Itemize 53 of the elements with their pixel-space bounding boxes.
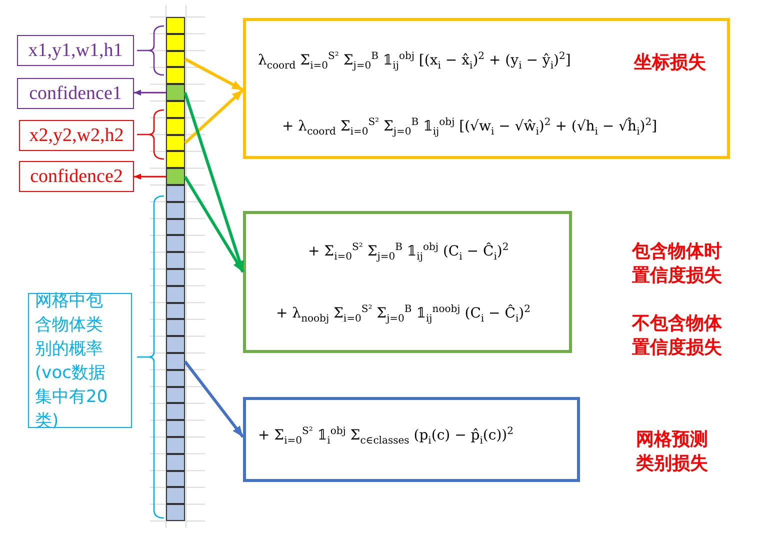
label-box: confidence2 <box>19 161 134 192</box>
vector-cell <box>166 470 185 488</box>
vector-cell <box>166 101 185 118</box>
vector-cell <box>166 17 185 34</box>
vector-cell <box>166 252 185 269</box>
vector-cell <box>166 118 185 135</box>
vector-cell <box>166 302 185 320</box>
vector-cell <box>166 218 185 236</box>
vector-cell <box>166 420 185 437</box>
vector-cell <box>166 269 185 286</box>
arrow <box>134 174 166 180</box>
formula: + λ$_{coord}$ Σ$_{i=0}$$^{S²}$ Σ$_{j=0}$$^{B}$ 𝟙$_{ij}$$^{obj}$ [(√w$_{i}$ − √ŵ$_{i}$)$^{2}$ + (√h$_{i}$ − √ĥ$_{i}$)$^{2}$] <box>282 117 658 138</box>
vector-cell <box>166 319 185 336</box>
vector-cell <box>166 336 185 353</box>
vector-cell <box>166 454 185 471</box>
vector-cell <box>166 504 185 521</box>
formula-box <box>243 18 730 159</box>
loss-label: 坐标损失 <box>634 51 706 75</box>
loss-label: 包含物体时置信度损失 <box>632 240 723 288</box>
arrow <box>184 360 244 438</box>
label-box: confidence1 <box>17 78 134 109</box>
vector-cell <box>166 437 185 454</box>
arrow <box>184 176 244 273</box>
vector-cell <box>166 151 185 168</box>
arrow <box>184 58 244 92</box>
vector-cell <box>166 134 185 152</box>
vector-cell <box>166 67 185 84</box>
vector-cell <box>166 202 185 219</box>
formula: + Σ$_{i=0}$$^{S²}$ 𝟙$_{i}$$^{obj}$ Σ$_{c∈classes}$ (p$_{i}$(c) − p̂$_{i}$(c))$^{2}$ <box>258 426 514 446</box>
vector-cell <box>166 50 185 68</box>
vector-cell <box>166 353 185 370</box>
arrow <box>184 92 244 272</box>
vector-cell <box>166 185 185 202</box>
vector-cell <box>166 34 185 51</box>
formula-box <box>243 211 572 353</box>
formula: + λ$_{noobj}$ Σ$_{i=0}$$^{S²}$ Σ$_{j=0}$$^{B}$ 𝟙$_{ij}$$^{noobj}$ (C$_{i}$ − Ĉ$_{i}$)$^{2}$ <box>276 304 530 324</box>
loss-label: 网格预测类别损失 <box>636 428 709 476</box>
formula: + Σ$_{i=0}$$^{S²}$ Σ$_{j=0}$$^{B}$ 𝟙$_{ij}$$^{obj}$ (C$_{i}$ − Ĉ$_{i}$)$^{2}$ <box>308 242 509 262</box>
vector-cell <box>166 235 185 252</box>
label-box: x2,y2,w2,h2 <box>19 120 134 151</box>
vector-cell <box>166 386 185 404</box>
formula: λ$_{coord}$ Σ$_{i=0}$$^{S²}$ Σ$_{j=0}$$^{B}$ 𝟙$_{ij}$$^{obj}$ [(x$_{i}$ − x̂$_{i}$)$^{2}$ + (y$_{i}$ − ŷ$_{i}$)$^{2}$] <box>258 51 571 72</box>
vector-cell <box>166 168 185 185</box>
vector-cell <box>166 487 185 504</box>
vector-cell <box>166 403 185 420</box>
formula-box <box>243 397 580 482</box>
vector-cell <box>166 84 185 101</box>
arrow <box>184 88 244 144</box>
arrow <box>134 90 166 96</box>
loss-label: 不包含物体置信度损失 <box>632 312 723 360</box>
label-box: x1,y1,w1,h1 <box>17 35 134 66</box>
vector-cell <box>166 286 185 303</box>
vector-cell <box>166 370 185 387</box>
